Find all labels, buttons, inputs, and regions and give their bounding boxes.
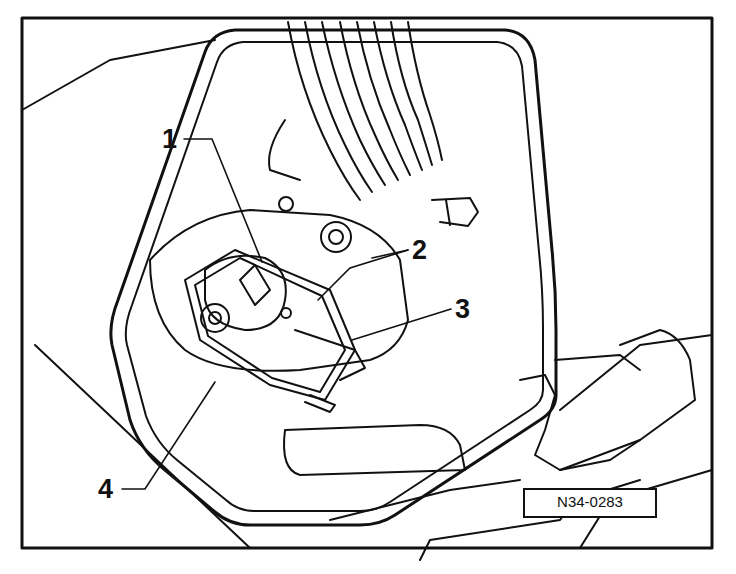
callout-number: 1 <box>162 126 177 153</box>
figure-code: N34-0283 <box>525 494 655 511</box>
callout-number: 2 <box>412 237 427 264</box>
callout-number: 3 <box>455 296 470 323</box>
callout-number: 4 <box>98 476 113 503</box>
figure-code-box: N34-0283 <box>523 488 657 518</box>
